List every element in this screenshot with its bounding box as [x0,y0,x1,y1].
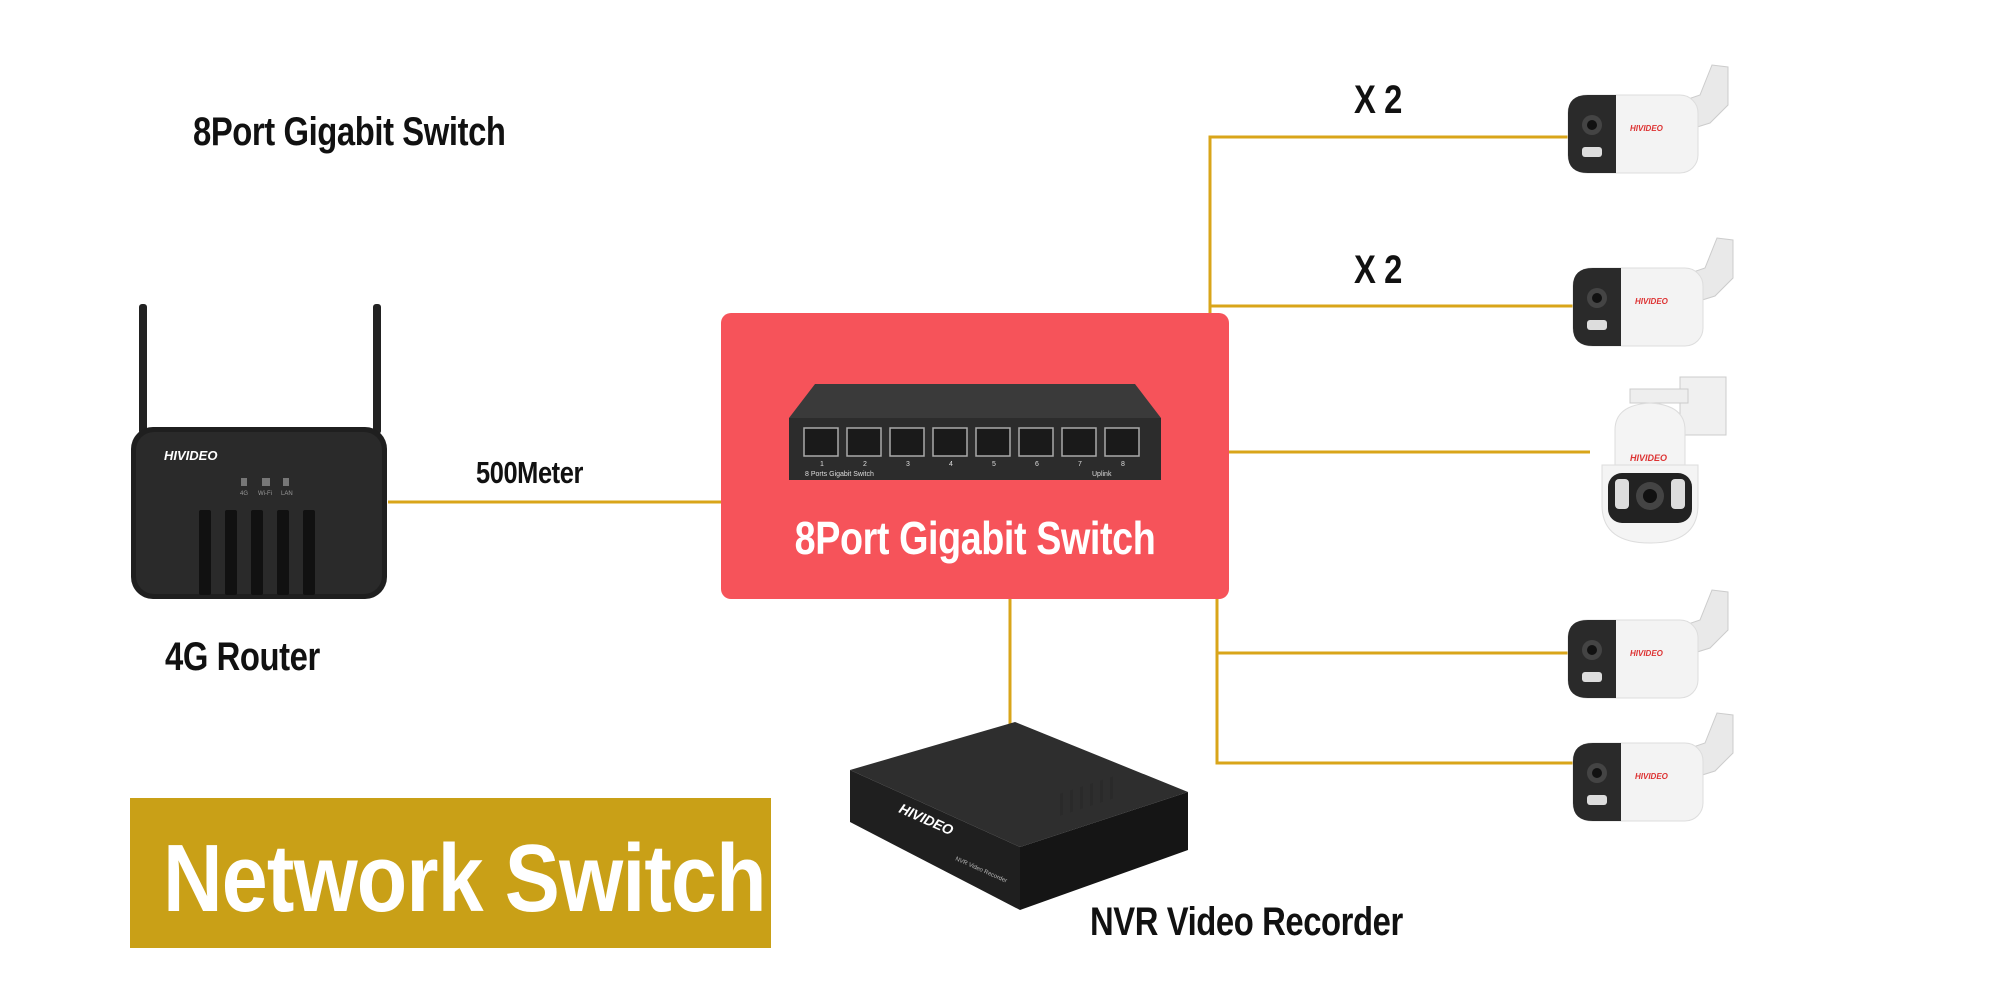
banner-title: Network Switch [163,825,767,932]
port-7: 7 [1078,461,1082,468]
switch-device-icon: 1 2 3 4 5 6 7 8 8 Ports Gigabit Switch U… [789,384,1161,480]
port-4: 4 [949,461,953,468]
bullet-camera-icon: HIVIDEO [1572,237,1734,347]
camera-count-1: X 2 [1354,78,1403,122]
wire-switch-camera-1 [1208,135,1570,313]
title-banner: Network Switch [130,798,771,948]
camera-brand: HIVIDEO [1635,297,1669,306]
switch-panel: 1 2 3 4 5 6 7 8 8 Ports Gigabit Switch U… [721,313,1229,599]
port-2: 2 [863,461,867,468]
wire-switch-camera-4 [1215,599,1573,655]
camera-brand: HIVIDEO [1630,649,1664,658]
camera-brand: HIVIDEO [1630,453,1667,463]
camera-brand: HIVIDEO [1635,772,1669,781]
camera-brand: HIVIDEO [1630,124,1664,133]
ptz-camera-icon: HIVIDEO [1601,376,1727,544]
router-indicator-lan: LAN [281,491,293,497]
port-5: 5 [992,461,996,468]
wire-switch-camera-5 [1215,640,1575,765]
distance-label: 500Meter [476,455,583,490]
router-indicator-wifi: Wi-Fi [258,491,272,497]
bullet-camera-icon: HIVIDEO [1572,712,1734,822]
router-brand: HIVIDEO [164,448,217,463]
bullet-camera-icon: HIVIDEO [1567,64,1729,174]
nvr-label: NVR Video Recorder [1090,900,1403,944]
switch-model-text: 8 Ports Gigabit Switch [805,471,874,478]
port-3: 3 [906,461,910,468]
camera-count-2: X 2 [1354,248,1403,292]
router-indicator-4g: 4G [240,491,248,497]
switch-caption: 8Port Gigabit Switch [794,512,1156,564]
router-label: 4G Router [165,635,320,679]
port-6: 6 [1035,461,1039,468]
router-icon: HIVIDEO 4G Wi-Fi LAN [131,304,387,599]
port-1: 1 [820,461,824,468]
bullet-camera-icon: HIVIDEO [1567,589,1729,699]
port-8: 8 [1121,461,1125,468]
switch-uplink-text: Uplink [1092,471,1112,478]
top-title: 8Port Gigabit Switch [193,110,506,154]
nvr-icon: HIVIDEO NVR Video Recorder [850,722,1188,910]
